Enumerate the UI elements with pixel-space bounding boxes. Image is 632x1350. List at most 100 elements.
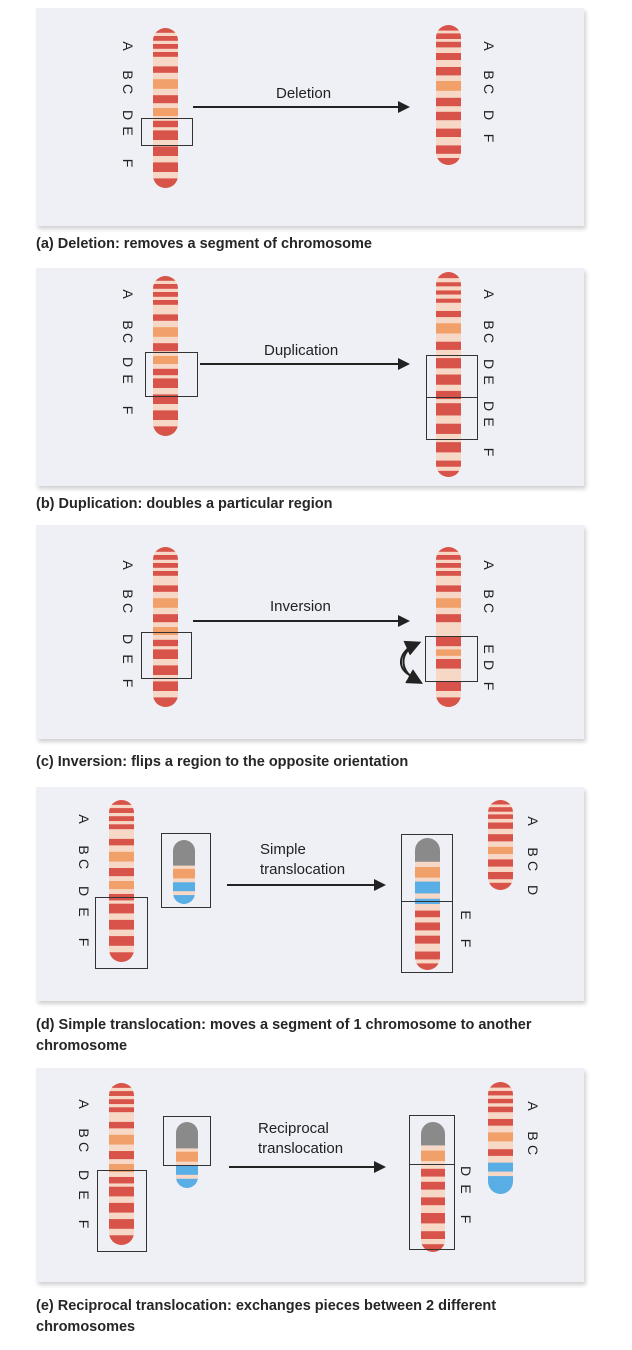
label: A bbox=[525, 816, 541, 826]
chromosome-band bbox=[488, 859, 513, 867]
chromosome-result-fused bbox=[420, 1122, 446, 1252]
chromosome-band bbox=[153, 555, 178, 560]
label: E bbox=[481, 644, 497, 654]
label: D bbox=[76, 885, 92, 897]
label: E bbox=[458, 1184, 474, 1194]
label: A bbox=[76, 814, 92, 824]
chromosome-band bbox=[109, 816, 134, 822]
chromosome-band bbox=[436, 25, 461, 31]
chromosome-band bbox=[436, 33, 461, 39]
chromosome-band bbox=[153, 300, 178, 305]
chromosome-band bbox=[415, 867, 440, 878]
caption: (a) Deletion: removes a segment of chrom… bbox=[36, 236, 372, 252]
chromosome-band bbox=[488, 1176, 513, 1194]
chromosome-band bbox=[153, 571, 178, 576]
arrow bbox=[227, 879, 386, 891]
chromosome-original bbox=[152, 276, 179, 436]
label: E bbox=[458, 910, 474, 920]
chromosome-band bbox=[153, 697, 178, 707]
inverted-region-box bbox=[141, 632, 192, 679]
chromosome-band bbox=[488, 1132, 513, 1142]
chromosome-band bbox=[153, 356, 178, 364]
panel-duplication bbox=[36, 268, 584, 486]
chromosome-band bbox=[153, 563, 178, 568]
chromosome-band bbox=[436, 358, 461, 369]
chromosome-band bbox=[153, 178, 178, 188]
chromosome-band bbox=[109, 868, 134, 877]
label: B bbox=[525, 847, 541, 857]
chromosome-band bbox=[109, 1083, 134, 1088]
label: F bbox=[458, 938, 474, 948]
chromosome-band bbox=[153, 639, 178, 647]
caption: (c) Inversion: flips a region to the opp… bbox=[36, 754, 409, 770]
label: C bbox=[76, 1141, 92, 1153]
chromosome-band bbox=[436, 585, 461, 592]
chromosome-band bbox=[421, 1122, 445, 1146]
exchanged-region-box bbox=[409, 1164, 455, 1250]
chromosome-band bbox=[109, 800, 134, 805]
deleted-region-box bbox=[141, 118, 193, 146]
chromosome-band bbox=[421, 1168, 445, 1177]
chromosome-band bbox=[436, 390, 461, 400]
chromosome-band bbox=[436, 555, 461, 560]
exchanged-region-box bbox=[163, 1116, 211, 1166]
chromosome-band bbox=[109, 1202, 134, 1213]
label: D bbox=[481, 659, 497, 671]
chromosome-band bbox=[153, 394, 178, 404]
caption: (b) Duplication: doubles a particular re… bbox=[36, 496, 333, 512]
chromosome-band bbox=[153, 649, 178, 659]
chromosome-band bbox=[153, 276, 178, 281]
chromosome-band bbox=[153, 44, 178, 49]
chromosome-band bbox=[436, 636, 461, 647]
chromosome-band bbox=[153, 284, 178, 289]
chromosome-original bbox=[152, 28, 179, 188]
chromosome-band bbox=[436, 272, 461, 279]
chromosome-band bbox=[436, 298, 461, 303]
chromosome-band bbox=[176, 1122, 198, 1149]
panel-deletion bbox=[36, 8, 584, 226]
caption: (e) Reciprocal translocation: exchanges … bbox=[36, 1298, 497, 1335]
chromosome-band bbox=[109, 1235, 134, 1245]
chromosome-band bbox=[436, 374, 461, 385]
chromosome-band bbox=[488, 1106, 513, 1113]
chromosome-band bbox=[436, 442, 461, 453]
chromosome-band bbox=[488, 1098, 513, 1104]
label: D bbox=[458, 1165, 474, 1177]
label: C bbox=[76, 858, 92, 870]
chromosome-band bbox=[153, 585, 178, 592]
chromosome-band bbox=[436, 41, 461, 48]
chromosome-band bbox=[436, 403, 461, 416]
exchanged-region-box bbox=[97, 1170, 147, 1252]
chromosome-band bbox=[109, 1121, 134, 1129]
chromosome-result-shortened bbox=[487, 800, 514, 890]
operation-label: Simple translocation bbox=[260, 841, 346, 878]
chromosome-band bbox=[153, 314, 178, 321]
chromosome-band bbox=[436, 158, 461, 165]
label: F bbox=[76, 937, 92, 947]
chromosome-band bbox=[436, 649, 461, 656]
chromosome-band bbox=[488, 814, 513, 819]
chromosome-band bbox=[436, 128, 461, 137]
chromosome-band bbox=[153, 598, 178, 608]
chromosome-band bbox=[153, 108, 178, 116]
label: E bbox=[76, 907, 92, 917]
chromosome-band bbox=[488, 822, 513, 829]
chromosome-band bbox=[421, 1197, 445, 1206]
chromosome-band bbox=[153, 627, 178, 635]
operation-label: Reciprocal translocation bbox=[258, 1120, 344, 1157]
panel-inversion bbox=[36, 525, 584, 739]
chromosome-result-exchanged bbox=[487, 1082, 514, 1194]
label: F bbox=[481, 681, 497, 691]
chromosome-band bbox=[415, 951, 440, 960]
label: A bbox=[481, 560, 497, 570]
chromosome-band bbox=[436, 681, 461, 691]
chromosome-band bbox=[109, 1151, 134, 1160]
chromosome-band bbox=[153, 378, 178, 388]
chromosome-result bbox=[435, 25, 462, 165]
caption: (d) Simple translocation: moves a segmen… bbox=[36, 1017, 532, 1054]
chromosome-band bbox=[109, 903, 134, 914]
chromosome-band bbox=[421, 1150, 445, 1161]
chromosome-band bbox=[415, 935, 440, 944]
chromosome-band bbox=[173, 895, 195, 904]
translocated-region-box bbox=[401, 901, 453, 973]
